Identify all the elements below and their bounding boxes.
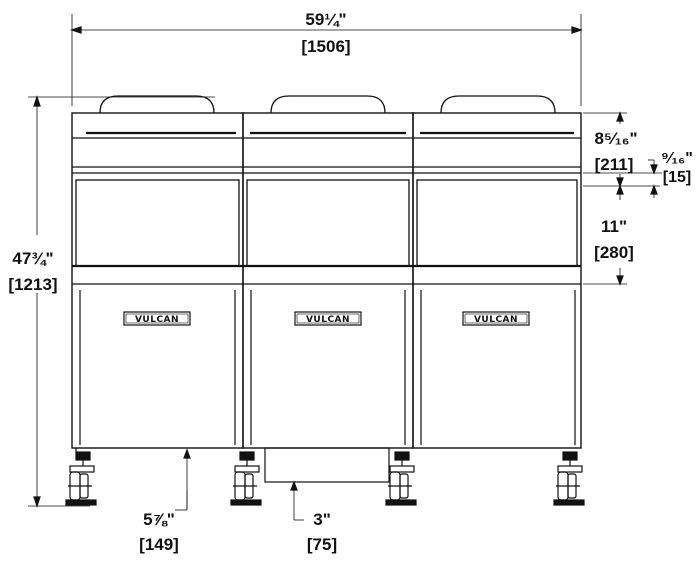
leg-clearance-label: 5⅞" — [143, 510, 175, 529]
fryer-unit-left — [71, 95, 244, 452]
leg-clearance-mm-label: [149] — [139, 535, 179, 554]
caster-4 — [553, 451, 585, 506]
brand-logo-text: VULCAN — [135, 315, 179, 325]
brand-plate-middle: VULCAN — [294, 311, 362, 326]
fryer-unit-right — [412, 95, 582, 449]
brand-plate-right: VULCAN — [462, 311, 530, 326]
overall-width-dimension — [70, 14, 583, 106]
fryer-unit-middle — [242, 95, 414, 483]
drawer-label: 11" — [601, 217, 627, 236]
base-clearance-mm-label: [75] — [307, 535, 337, 554]
overall-height-dimension — [28, 95, 215, 508]
drawer-dimension — [616, 184, 624, 286]
drawer-mm-label: [280] — [594, 243, 634, 262]
overall-width-mm-label: [1506] — [301, 37, 350, 56]
brand-plate-left: VULCAN — [123, 311, 191, 326]
overall-height-label: 47¾" — [12, 249, 53, 268]
brand-logo-text: VULCAN — [474, 315, 518, 325]
leg-clearance-dimension — [175, 448, 191, 511]
top-section-dimension — [583, 111, 662, 285]
ledge-mm-label: [15] — [663, 169, 691, 186]
base-clearance-dimension — [290, 480, 304, 521]
caster-2 — [230, 451, 262, 506]
top-section-label: 8⁵⁄₁₆" — [594, 129, 637, 148]
overall-width-label: 59¼" — [305, 10, 346, 29]
ledge-dimension — [648, 159, 658, 198]
caster-1 — [65, 451, 97, 506]
base-clearance-label: 3" — [313, 510, 331, 529]
caster-3 — [385, 451, 417, 506]
brand-logo-text: VULCAN — [306, 315, 350, 325]
overall-height-mm-label: [1213] — [8, 275, 57, 294]
ledge-label: ⁹⁄₁₆" — [661, 150, 693, 167]
top-section-mm-label: [211] — [595, 155, 634, 174]
